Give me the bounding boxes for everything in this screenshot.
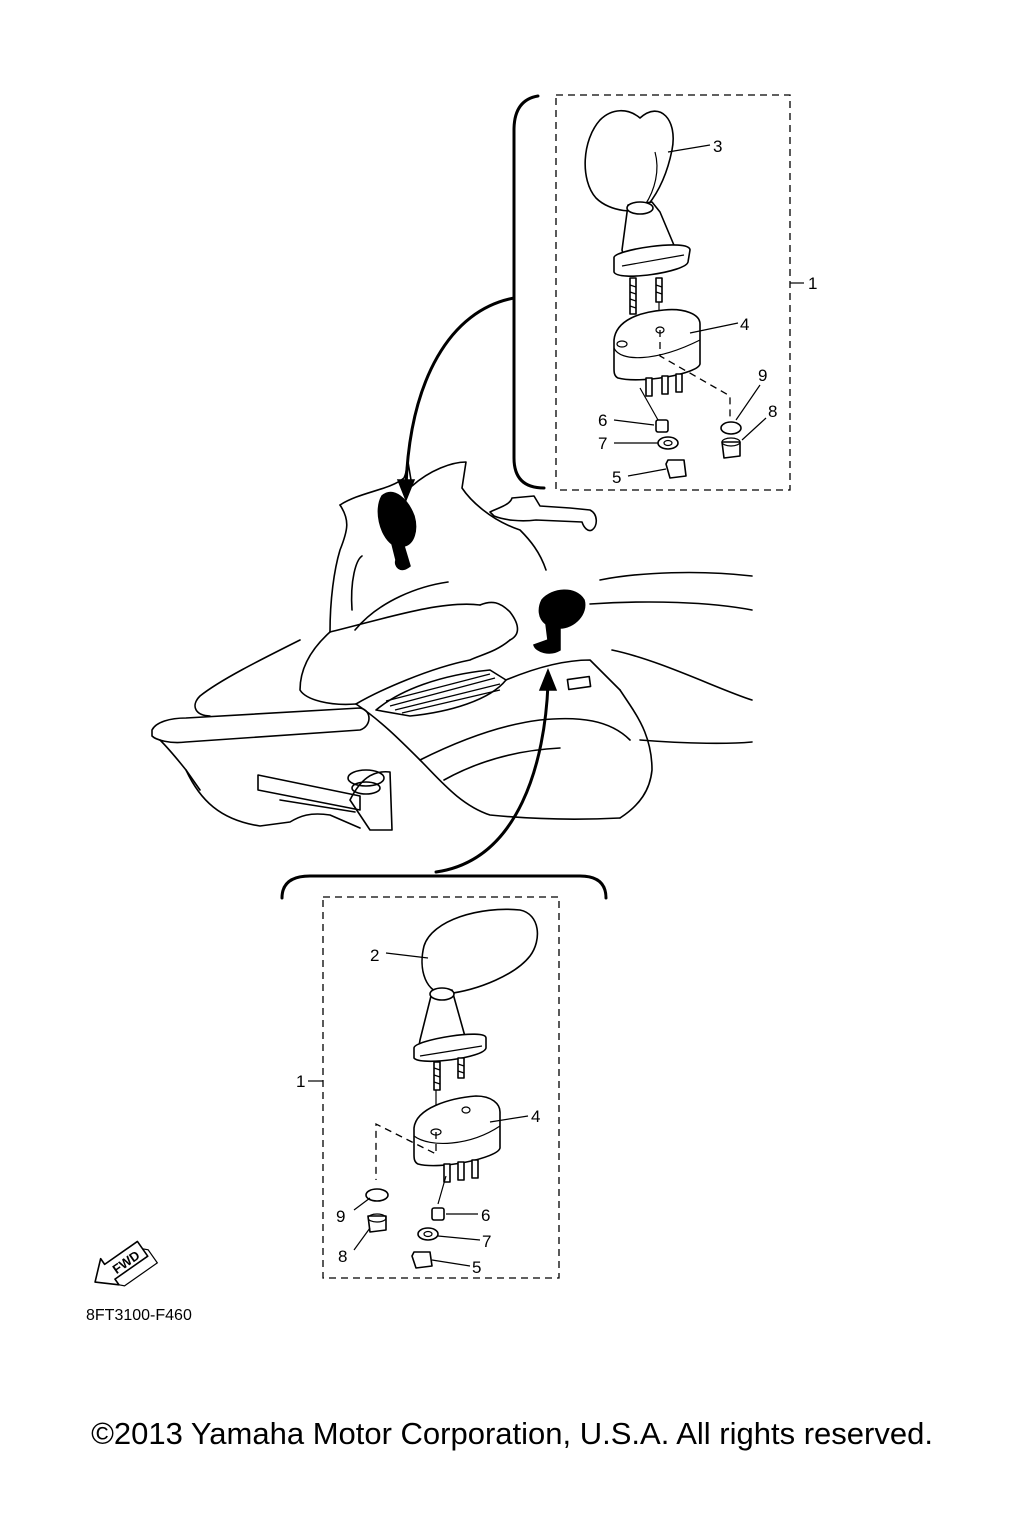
fwd-arrow-icon: FWD xyxy=(94,1240,159,1287)
callout-upper-7: 7 xyxy=(598,434,607,453)
callout-upper-3: 3 xyxy=(713,137,722,156)
copyright-notice: ©2013 Yamaha Motor Corporation, U.S.A. A… xyxy=(91,1416,933,1451)
snowmobile-illustration xyxy=(151,461,753,831)
callout-lower-1: 1 xyxy=(296,1072,305,1091)
callout-lower-6: 6 xyxy=(481,1206,490,1225)
callout-lower-9: 9 xyxy=(336,1207,345,1226)
lower-detail-group: 2 1 4 9 6 8 7 5 xyxy=(280,874,608,1279)
callout-lower-2: 2 xyxy=(370,946,379,965)
upper-detail-group: 1 3 4 9 8 6 7 5 xyxy=(512,94,817,491)
diagram-code: 8FT3100-F460 xyxy=(86,1307,192,1324)
callout-lower-4: 4 xyxy=(531,1107,540,1126)
callout-upper-5: 5 xyxy=(612,468,621,487)
callout-upper-9: 9 xyxy=(758,366,767,385)
callout-upper-6: 6 xyxy=(598,411,607,430)
callout-upper-8: 8 xyxy=(768,402,777,421)
reference-arrows xyxy=(396,296,558,874)
callout-lower-8: 8 xyxy=(338,1247,347,1266)
callout-upper-1: 1 xyxy=(808,274,817,293)
callout-upper-4: 4 xyxy=(740,315,749,334)
callout-lower-5: 5 xyxy=(472,1258,481,1277)
callout-lower-7: 7 xyxy=(482,1232,491,1251)
